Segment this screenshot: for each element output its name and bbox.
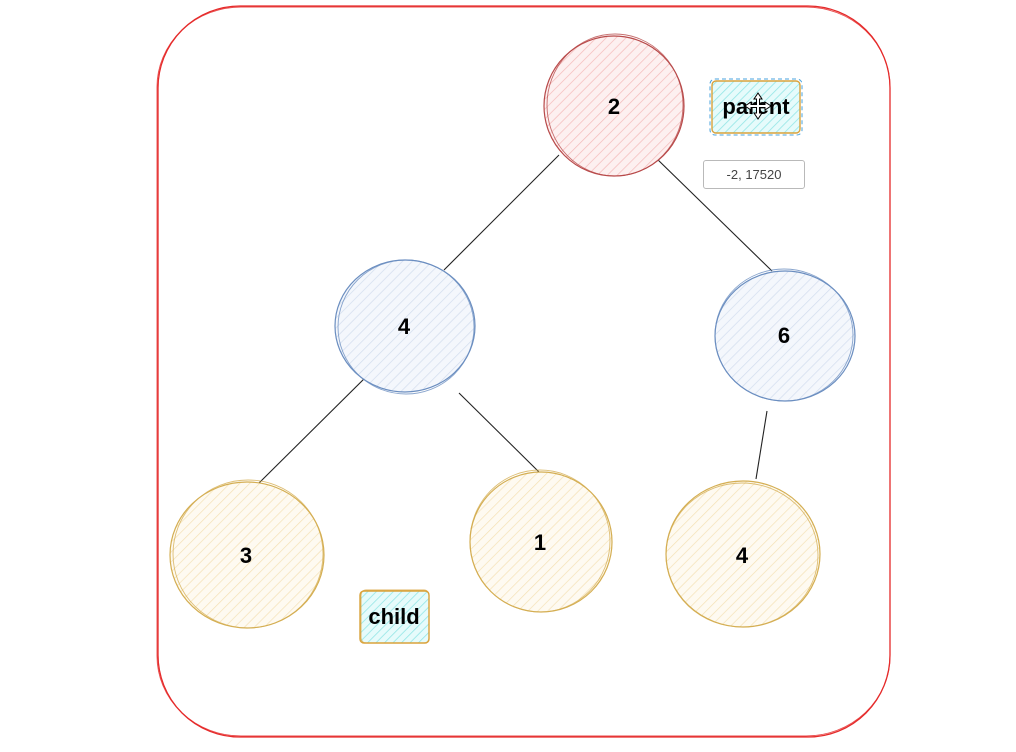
node-leaf-2-label: 1 — [534, 530, 546, 555]
node-leaf-2[interactable]: 1 — [469, 469, 613, 613]
node-leaf-3-label: 4 — [736, 543, 749, 568]
move-cursor-icon — [744, 92, 772, 120]
tag-child-label: child — [368, 604, 419, 629]
node-root[interactable]: 2 — [543, 33, 685, 177]
node-leaf-3[interactable]: 4 — [665, 480, 821, 628]
node-root-label: 2 — [608, 94, 620, 119]
node-leaf-1-label: 3 — [240, 543, 252, 568]
tag-parent[interactable]: parent — [709, 78, 803, 136]
edge-left-leaf-1[interactable] — [256, 369, 374, 486]
edge-right-leaf-3[interactable] — [755, 410, 768, 480]
node-left-label: 4 — [398, 314, 411, 339]
edge-left-leaf-2[interactable] — [458, 392, 541, 474]
tag-child[interactable]: child — [359, 589, 430, 644]
node-right-label: 6 — [778, 323, 790, 348]
edges — [256, 154, 773, 486]
node-leaf-1[interactable]: 3 — [169, 479, 325, 629]
node-right[interactable]: 6 — [714, 268, 856, 402]
edge-root-right[interactable] — [654, 156, 773, 272]
edge-root-left[interactable] — [443, 154, 560, 271]
coordinate-readout: -2, 17520 — [703, 160, 805, 189]
node-left[interactable]: 4 — [334, 259, 476, 395]
outer-frame[interactable] — [156, 5, 891, 738]
